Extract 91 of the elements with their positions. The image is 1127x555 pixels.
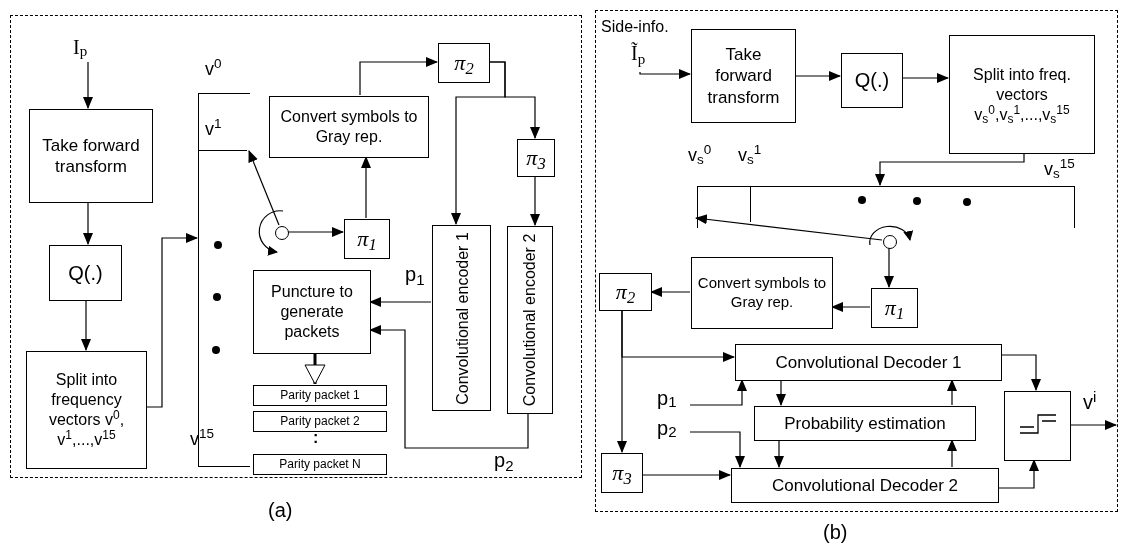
decision-box xyxy=(1004,391,1071,461)
arrow xyxy=(1000,354,1041,391)
process-box xyxy=(731,468,999,503)
arrow xyxy=(776,379,786,406)
interleaver-box xyxy=(871,288,918,328)
interleaver-symbol: π$_{3}$ xyxy=(612,462,632,484)
arrow xyxy=(617,309,627,453)
interleaver-symbol: π$_{1}$ xyxy=(357,228,377,250)
arrow xyxy=(875,152,1025,186)
signal-label: p$_{1}$ xyxy=(657,383,691,413)
box-label: Probability estimation xyxy=(784,412,946,435)
arrow xyxy=(689,431,745,468)
arrow xyxy=(639,69,691,79)
box-label: Convolutional Decoder 1 xyxy=(775,351,962,374)
text-label: (a) xyxy=(268,500,293,520)
arrow xyxy=(650,287,691,297)
process-box xyxy=(691,257,833,329)
arrow xyxy=(287,227,344,237)
arrow xyxy=(689,379,747,406)
box-label: Parity packet N xyxy=(279,457,361,472)
dashed-panel xyxy=(595,10,1118,512)
encoder-box xyxy=(432,225,491,411)
box-label: Parity packet 2 xyxy=(280,414,360,429)
arrow xyxy=(83,201,93,245)
process-box xyxy=(691,29,796,123)
arrow xyxy=(947,439,957,468)
edge-label: v$^{i}$ xyxy=(1082,392,1098,412)
packet-box xyxy=(253,411,387,432)
process-box xyxy=(841,53,903,108)
interleaver-box xyxy=(344,219,390,259)
box-label: Q(.) xyxy=(68,260,103,286)
arrow xyxy=(794,71,841,81)
interleaver-symbol: π$_{2}$ xyxy=(454,52,474,74)
process-box xyxy=(754,406,976,441)
box-label: Parity packet 1 xyxy=(280,388,360,403)
dashed-panel xyxy=(10,15,582,478)
arrow xyxy=(248,150,280,226)
arrow xyxy=(83,61,93,109)
process-box xyxy=(49,245,122,301)
arrow xyxy=(145,233,198,408)
box-label: Convert symbols to Gray rep. xyxy=(696,274,828,312)
arrow xyxy=(530,175,540,226)
arrow xyxy=(831,302,871,312)
arrow xyxy=(901,73,949,83)
arrow xyxy=(695,214,883,241)
box-label: Convert symbols to Gray rep. xyxy=(279,107,419,147)
signal-label: p$_{2}$ xyxy=(657,413,691,443)
packet-box xyxy=(253,385,387,406)
text-label: (b) xyxy=(823,522,848,542)
interleaver-symbol: π$_{3}$ xyxy=(526,147,546,169)
box-label: Convolutional encoder 1 xyxy=(451,231,471,405)
arrow xyxy=(369,325,529,449)
process-box xyxy=(269,96,429,158)
process-box xyxy=(29,109,153,203)
box-label: Split into frequency vectors v$^{0}$, v$^{1}$,...,v$^{15}$ xyxy=(47,370,126,450)
side-info-label: Side-info. xyxy=(601,19,669,35)
process-box xyxy=(949,35,1095,154)
packet-box xyxy=(253,454,387,475)
text-label: v$^{1}$ xyxy=(205,120,222,138)
box-label: Convolutional encoder 2 xyxy=(520,233,539,407)
arrow xyxy=(359,57,438,96)
arrow xyxy=(1069,420,1117,430)
interleaver-box xyxy=(601,453,643,493)
box-label: Puncture to generate packets xyxy=(270,282,354,342)
text-label: v$^{0}$ xyxy=(205,60,222,78)
box-label: Q(.) xyxy=(854,68,890,93)
arrow xyxy=(488,61,540,139)
interleaver-box xyxy=(517,139,555,177)
text-label: v$^{15}$ xyxy=(190,430,215,448)
interleaver-symbol: π$_{2}$ xyxy=(615,281,636,303)
process-box xyxy=(253,270,371,354)
process-box xyxy=(735,344,1002,381)
process-box xyxy=(26,351,147,469)
interleaver-box xyxy=(438,43,490,83)
interleaver-symbol: π$_{1}$ xyxy=(884,297,905,319)
arrow xyxy=(884,247,894,288)
text-label: : xyxy=(313,430,319,446)
arrow xyxy=(81,299,91,351)
box-label: Convolutional Decoder 2 xyxy=(771,474,959,497)
arrow xyxy=(774,439,784,468)
arrow xyxy=(997,459,1039,489)
signal-label: I$_{p}$ xyxy=(73,31,109,63)
arrow xyxy=(947,379,957,406)
encoder-box xyxy=(507,226,553,414)
arrow xyxy=(361,156,371,219)
interleaver-box xyxy=(599,273,652,311)
arrow xyxy=(641,470,731,480)
arrow xyxy=(369,297,432,307)
box-label: Take forward transform xyxy=(41,134,141,178)
arrow xyxy=(304,353,326,385)
box-label: Take forward transform xyxy=(706,44,781,108)
